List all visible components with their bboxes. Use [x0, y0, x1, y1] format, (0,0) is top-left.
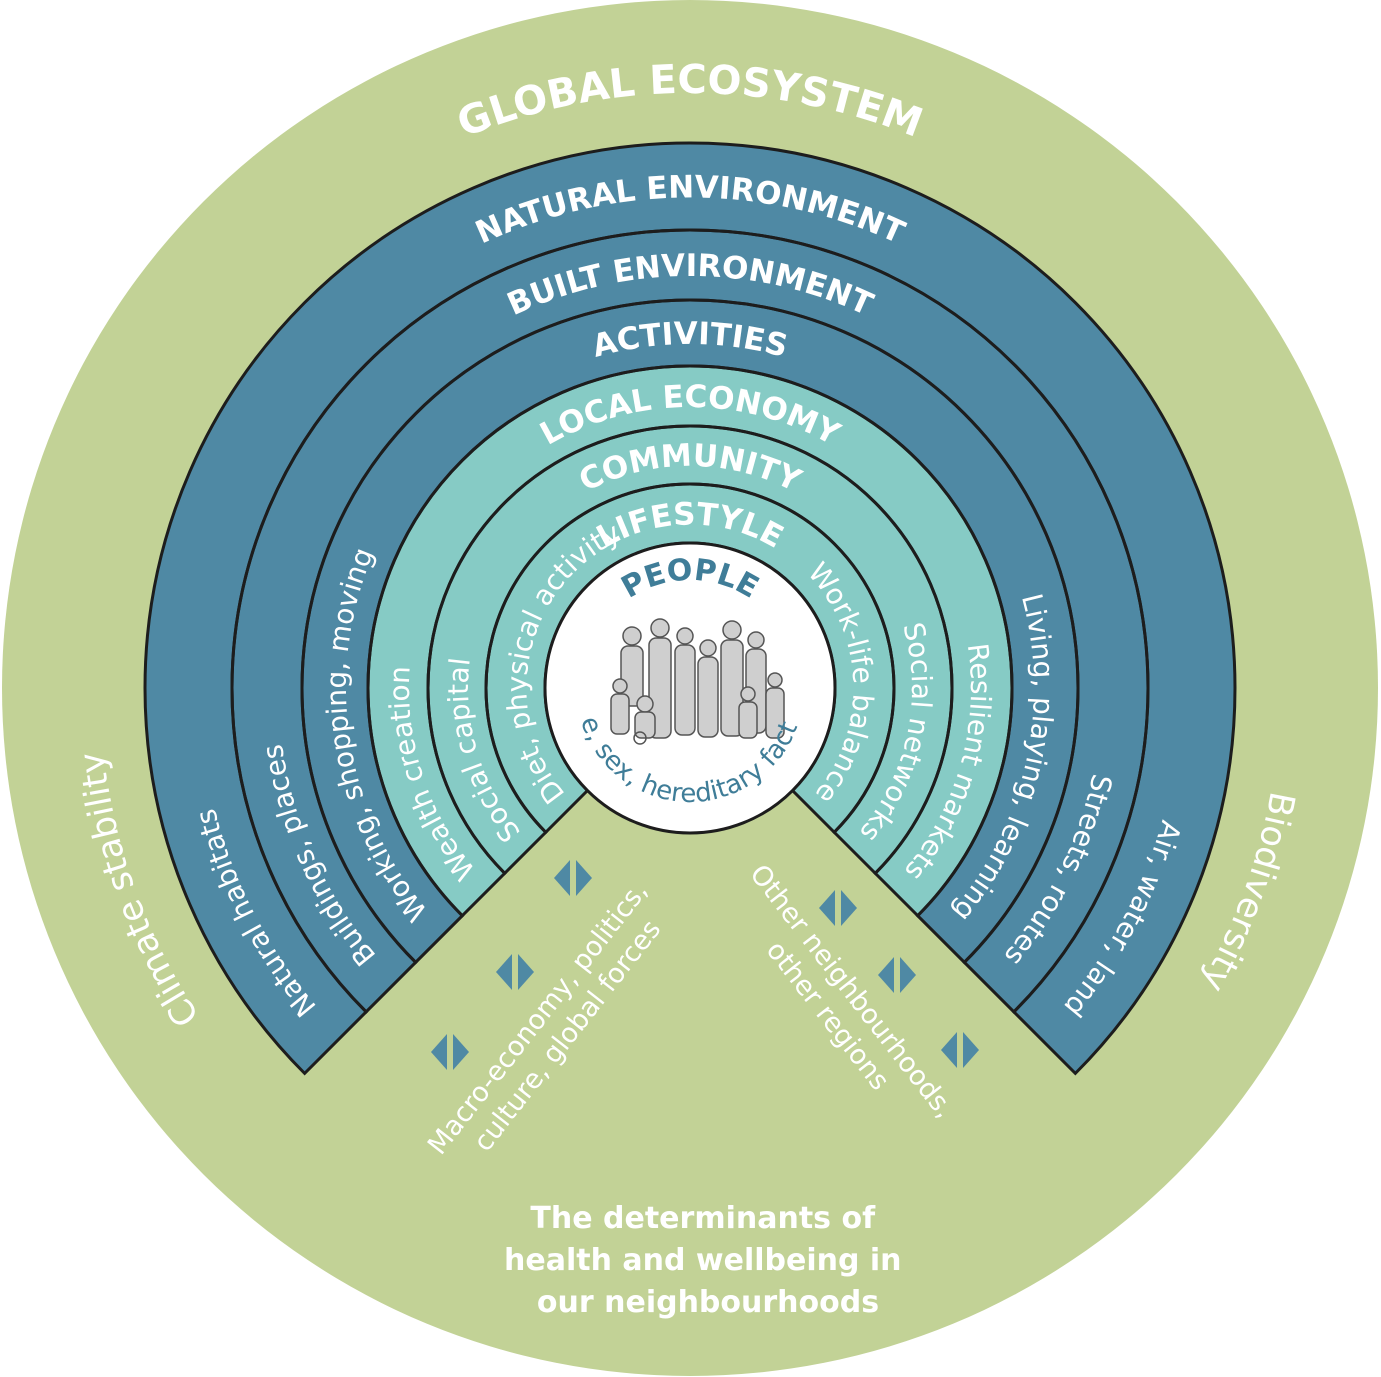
right-arrow-1-icon [819, 890, 857, 926]
caption: The determinants of health and wellbeing… [504, 1201, 912, 1320]
ring-dividers [143, 141, 1237, 1076]
caption-line-1: The determinants of [530, 1201, 876, 1236]
left-arrow-2-icon [496, 954, 534, 990]
caption-line-3: our neighbourhoods [537, 1285, 879, 1320]
people-figures-icon [610, 618, 785, 745]
ring-bands [145, 142, 1236, 1074]
right-arrow-2-icon [878, 957, 916, 993]
inner-rings-band [368, 365, 1012, 916]
left-arrow-1-icon [554, 860, 592, 896]
right-arrow-3-icon [941, 1032, 979, 1068]
left-arrow-3-icon [431, 1034, 469, 1070]
outer-rings-band [145, 142, 1236, 1074]
caption-line-2: health and wellbeing in [504, 1243, 902, 1278]
influence-arrows [431, 860, 979, 1070]
